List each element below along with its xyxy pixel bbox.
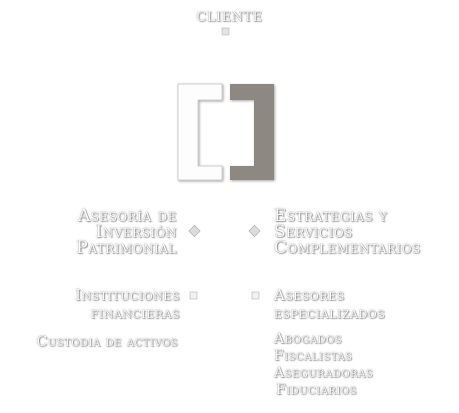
right-heading-line-3: Complementarios: [274, 238, 421, 258]
right-square-marker: [251, 291, 260, 300]
right-heading-line-1: Estrategias y: [274, 206, 388, 226]
left-bracket-shape: [177, 83, 223, 181]
left-heading: Asesoría de Inversión Patrimonial: [76, 206, 177, 258]
left-heading-line-1: Asesoría de: [77, 206, 177, 226]
left-subheading: Instituciones financieras: [75, 286, 180, 322]
left-square-marker: [189, 291, 198, 300]
left-heading-line-3: Patrimonial: [76, 238, 177, 258]
right-subheading: Asesores especializados: [274, 286, 385, 322]
client-label: Cliente: [196, 4, 263, 26]
right-items-list: Abogados Fiscalistas Aseguradoras Fiduci…: [274, 331, 373, 399]
left-heading-line-2: Inversión: [95, 222, 177, 242]
right-sub-line-1: Asesores: [274, 286, 345, 304]
right-bracket-shape: [230, 84, 274, 180]
right-sub-line-2: especializados: [274, 304, 386, 322]
left-sub-line-2: financieras: [90, 304, 180, 322]
list-item: Abogados: [274, 331, 343, 347]
right-heading-line-2: Servicios: [274, 222, 353, 242]
list-item: Fiscalistas: [274, 348, 353, 364]
top-node-square: [221, 27, 230, 36]
left-diamond-marker: [188, 224, 201, 238]
list-item: Aseguradoras: [274, 365, 374, 381]
left-sub-line-1: Instituciones: [75, 286, 180, 304]
custody-label: Custodia de activos: [36, 334, 178, 350]
right-diamond-marker: [248, 224, 261, 238]
right-heading: Estrategias y Servicios Complementarios: [274, 206, 421, 258]
list-item: Fiduciarios: [276, 382, 357, 398]
